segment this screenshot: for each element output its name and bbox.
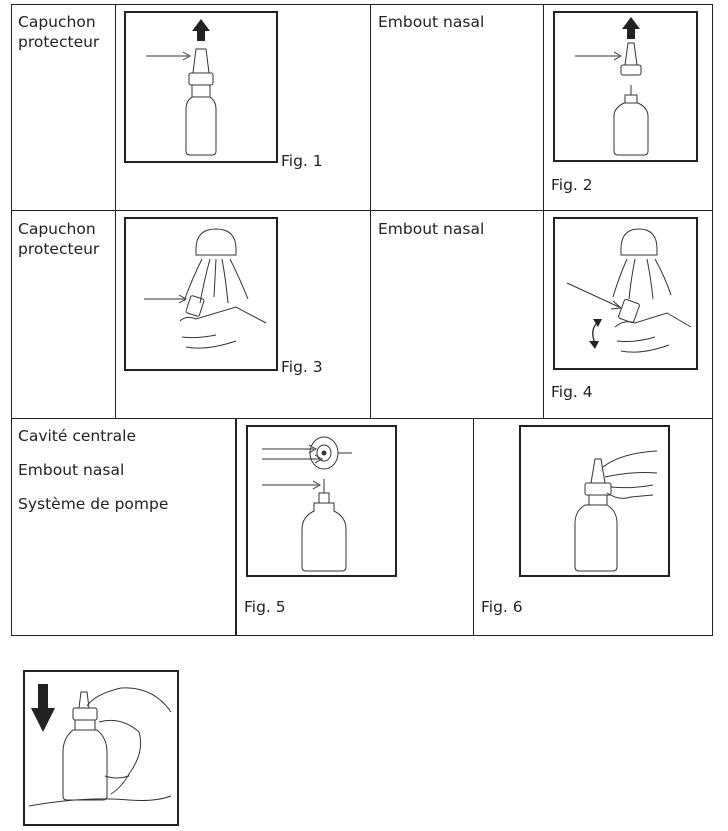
nasal-tip-label-2: Embout nasal xyxy=(378,220,485,238)
figure-5-caption: Fig. 5 xyxy=(244,598,286,616)
nasal-tip-label-3: Embout nasal xyxy=(18,461,125,479)
figure-3-caption: Fig. 3 xyxy=(281,358,323,376)
nasal-tip-label: Embout nasal xyxy=(378,13,485,31)
figure-7-illustration xyxy=(23,670,179,826)
figure-6-caption: Fig. 6 xyxy=(481,598,523,616)
row2-label-cell-right xyxy=(370,210,544,419)
figure-2-illustration xyxy=(553,11,698,162)
row3-image-cell-right xyxy=(473,418,713,636)
protective-cap-label: Capuchon protecteur xyxy=(18,13,100,51)
figure-3-illustration xyxy=(124,217,278,371)
figure-1-illustration xyxy=(124,11,278,163)
figure-4-illustration xyxy=(553,217,698,370)
figure-4-caption: Fig. 4 xyxy=(551,383,593,401)
figure-1-caption: Fig. 1 xyxy=(281,152,323,170)
figure-5-illustration xyxy=(246,425,397,577)
row1-label-cell-right xyxy=(370,4,544,211)
figure-2-caption: Fig. 2 xyxy=(551,176,593,194)
figure-6-illustration xyxy=(519,425,670,577)
pump-system-label: Système de pompe xyxy=(18,495,169,513)
central-cavity-label: Cavité centrale xyxy=(18,427,137,445)
row3-label-cell xyxy=(11,418,237,636)
protective-cap-label-2: Capuchon protecteur xyxy=(18,220,100,258)
